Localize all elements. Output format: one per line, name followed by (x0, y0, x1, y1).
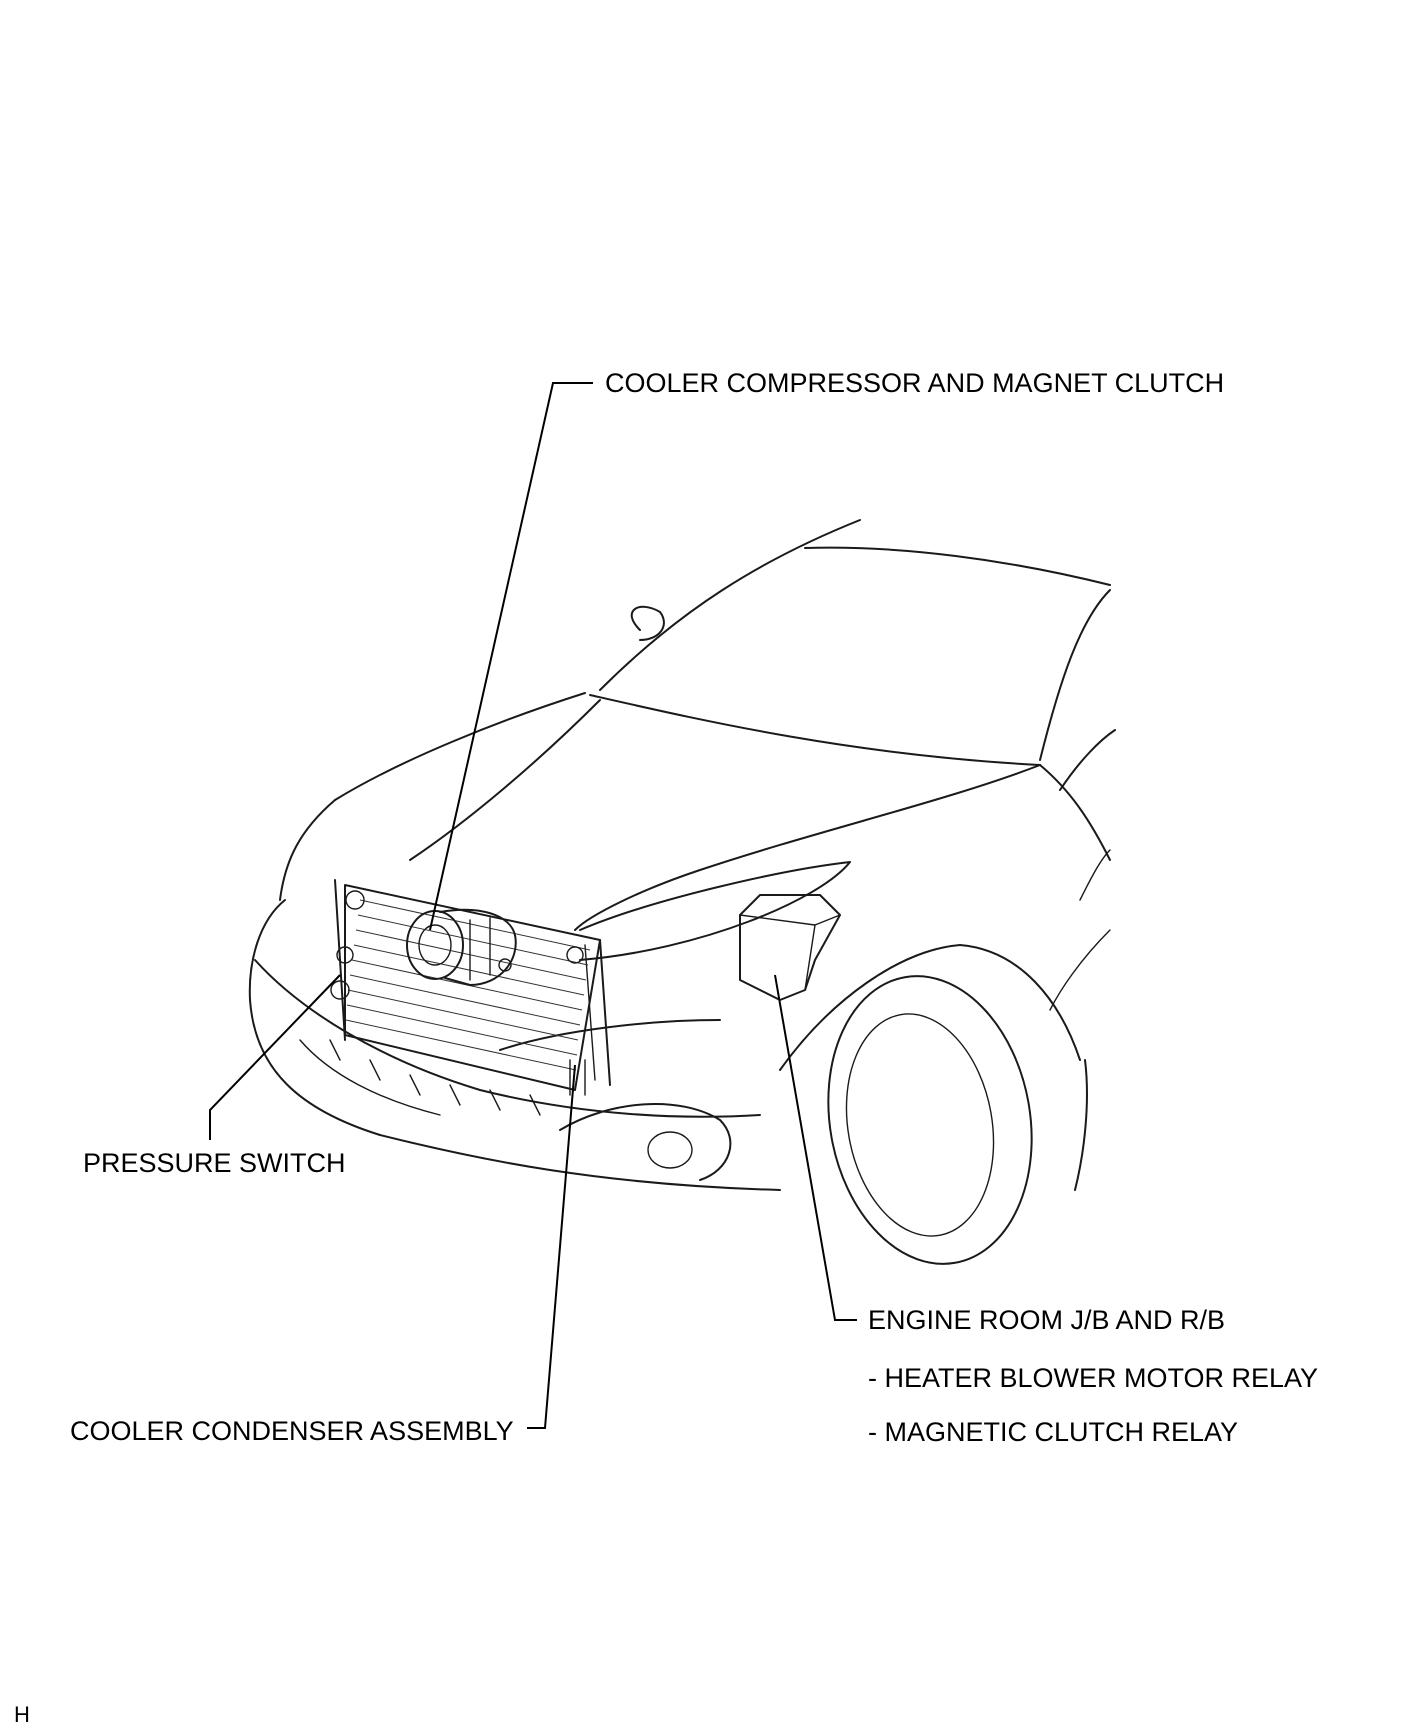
car-body-outline (248, 519, 1116, 1265)
junction-block-illustration (739, 894, 841, 1001)
leader-lines (209, 382, 857, 1429)
compressor-illustration (406, 908, 517, 986)
magnetic-clutch-relay-label: - MAGNETIC CLUTCH RELAY (868, 1417, 1239, 1447)
pressure-switch-label: PRESSURE SWITCH (83, 1148, 346, 1178)
compressor-leader (429, 382, 593, 931)
condenser-label: COOLER CONDENSER ASSEMBLY (70, 1416, 514, 1446)
figure-marker: H (14, 1702, 30, 1727)
compressor-label: COOLER COMPRESSOR AND MAGNET CLUTCH (605, 368, 1225, 398)
condenser-illustration (330, 879, 611, 1096)
engine-room-jb-label: ENGINE ROOM J/B AND R/B (868, 1305, 1226, 1335)
jb-leader (774, 974, 857, 1321)
condenser-leader (527, 1064, 576, 1429)
heater-blower-relay-label: - HEATER BLOWER MOTOR RELAY (868, 1363, 1319, 1393)
pressure-switch-leader (209, 974, 341, 1140)
